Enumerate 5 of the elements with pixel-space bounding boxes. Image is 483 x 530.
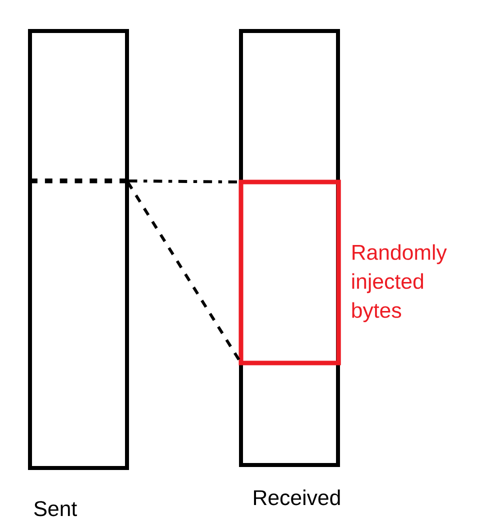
- annotation-text: Randomly injected bytes: [352, 244, 447, 322]
- column-label: Sent: [34, 501, 77, 516]
- connector-line: [128, 179, 238, 184]
- column-label: Received: [254, 490, 340, 506]
- connector-line: [126, 181, 240, 360]
